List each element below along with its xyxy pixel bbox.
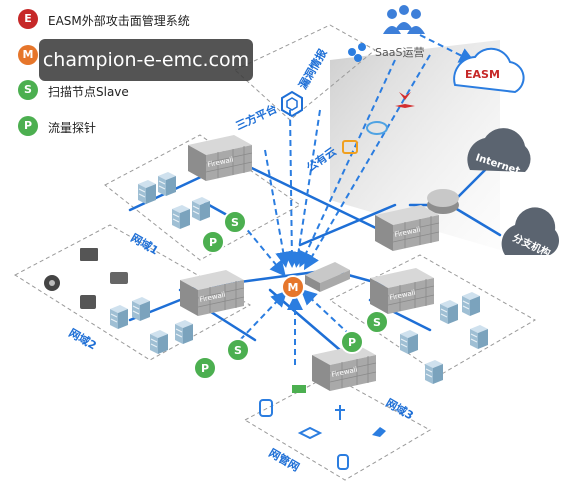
svg-text:M: M — [288, 281, 299, 294]
aliyun-icon — [342, 140, 358, 154]
mgmt-label: 网管网 — [267, 445, 303, 474]
mgmt-icon-4 — [372, 427, 386, 437]
vuln-intel-label: 漏洞情报 — [295, 46, 330, 92]
switch-icon — [305, 262, 350, 292]
svg-text:P: P — [209, 236, 217, 249]
saas-people-icon — [383, 5, 425, 34]
huawei-cloud-icon — [395, 92, 415, 108]
saas-cluster-icon — [348, 43, 366, 62]
third-party-icon — [281, 90, 303, 118]
slave-node: S — [223, 210, 247, 234]
slave-node: S — [365, 310, 389, 334]
legend-label-probe: 流量探针 — [48, 121, 97, 135]
legend-label-easm: EASM外部攻击面管理系统 — [48, 14, 190, 28]
sources-outline — [234, 24, 376, 121]
monitor-icon — [80, 248, 98, 261]
legend-badge-probe: P — [18, 116, 38, 136]
zone3-label: 网域3 — [384, 395, 417, 422]
mgmt-icon-1 — [259, 399, 273, 417]
camera-icon — [44, 275, 60, 291]
money-icon — [292, 385, 306, 393]
zone1-label: 网域1 — [129, 230, 162, 257]
zone2-outline — [14, 224, 252, 361]
probe-node: P — [193, 356, 217, 380]
probe-node: P — [340, 330, 364, 354]
legend-badge-slave: S — [18, 80, 38, 100]
saas-label: SaaS运营 — [375, 45, 424, 59]
probe-node: P — [201, 230, 225, 254]
svg-text:S: S — [234, 344, 242, 357]
svg-text:S: S — [373, 316, 381, 329]
master-node: M — [281, 275, 305, 299]
cloud-group — [453, 47, 560, 255]
legend-label-slave: 扫描节点Slave — [48, 85, 129, 99]
zone1-outline — [104, 134, 301, 261]
svg-text:P: P — [348, 336, 356, 349]
slave-node: S — [226, 338, 250, 362]
azure-icon — [366, 121, 388, 135]
mgmt-icon-3 — [335, 405, 345, 420]
servers-zone1 — [137, 171, 211, 230]
mgmt-icon-5 — [337, 454, 349, 470]
svg-text:S: S — [231, 216, 239, 229]
zone2-label: 网域2 — [67, 325, 100, 352]
router-icon — [427, 189, 459, 214]
watermark-banner: champion-e-emc.com — [39, 39, 253, 81]
mgmt-icon-2 — [297, 426, 323, 440]
legend-badge-easm: E — [18, 9, 38, 29]
legend-badge-master: M — [18, 45, 38, 65]
svg-text:P: P — [201, 362, 209, 375]
third-party-label: 三方平台 — [233, 101, 279, 132]
printer-icon — [110, 272, 128, 284]
phone-icon — [80, 295, 96, 309]
easm-label: EASM — [465, 68, 500, 81]
